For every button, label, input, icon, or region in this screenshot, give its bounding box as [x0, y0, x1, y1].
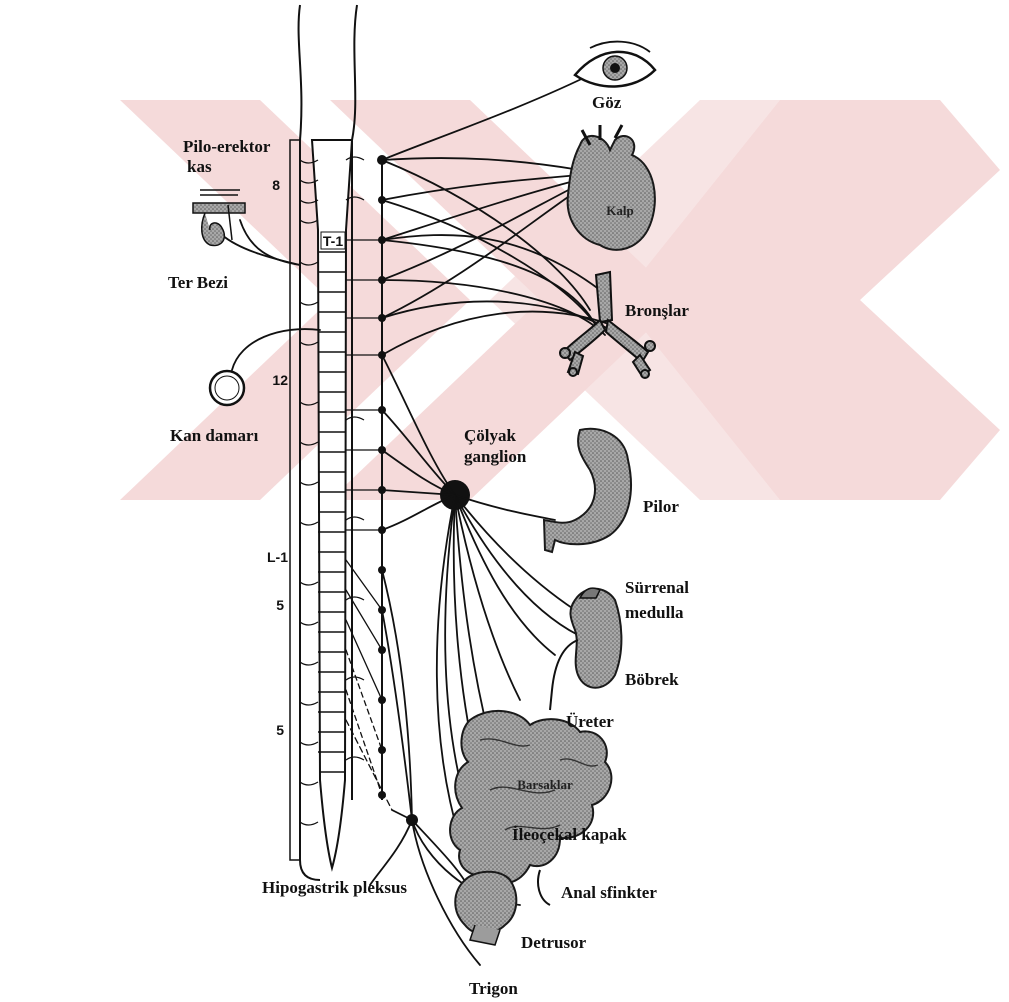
kidney-icon: [550, 588, 621, 710]
label-surrenal-line2: medulla: [625, 603, 684, 622]
label-detrusor: Detrusor: [521, 933, 587, 952]
blood-vessel-icon: [210, 371, 244, 405]
label-pilo-erektor-line2: kas: [187, 157, 212, 176]
heart-icon: Kalp: [568, 125, 655, 250]
label-ter-bezi: Ter Bezi: [168, 273, 228, 292]
label-pilo-erektor-line1: Pilo-erektor: [183, 137, 271, 156]
label-ileocekal: İleoçekal kapak: [512, 825, 627, 844]
marker-c8: 8: [272, 177, 280, 193]
label-ureter: Üreter: [566, 712, 614, 731]
marker-l1: L-1: [267, 549, 288, 565]
label-colyak-line1: Çölyak: [464, 426, 517, 445]
label-pilor: Pilor: [643, 497, 679, 516]
label-kalp: Kalp: [606, 203, 633, 218]
label-bobrek: Böbrek: [625, 670, 679, 689]
bladder-icon: [455, 872, 516, 945]
label-surrenal-line1: Sürrenal: [625, 578, 689, 597]
label-anal-sfinkter: Anal sfinkter: [561, 883, 657, 902]
stomach-icon: [544, 429, 631, 552]
label-colyak-line2: ganglion: [464, 447, 527, 466]
label-kan-damari: Kan damarı: [170, 426, 259, 445]
marker-t12: 12: [272, 372, 288, 388]
label-hipogastrik: Hipogastrik pleksus: [262, 878, 407, 897]
marker-s5: 5: [276, 722, 284, 738]
eye-icon: [575, 42, 655, 87]
label-barsaklar: Barsaklar: [517, 777, 573, 792]
label-trigon: Trigon: [469, 979, 518, 998]
marker-t1: T-1: [323, 233, 343, 249]
label-goz: Göz: [592, 93, 622, 112]
marker-l5: 5: [276, 597, 284, 613]
label-bronslar: Bronşlar: [625, 301, 689, 320]
